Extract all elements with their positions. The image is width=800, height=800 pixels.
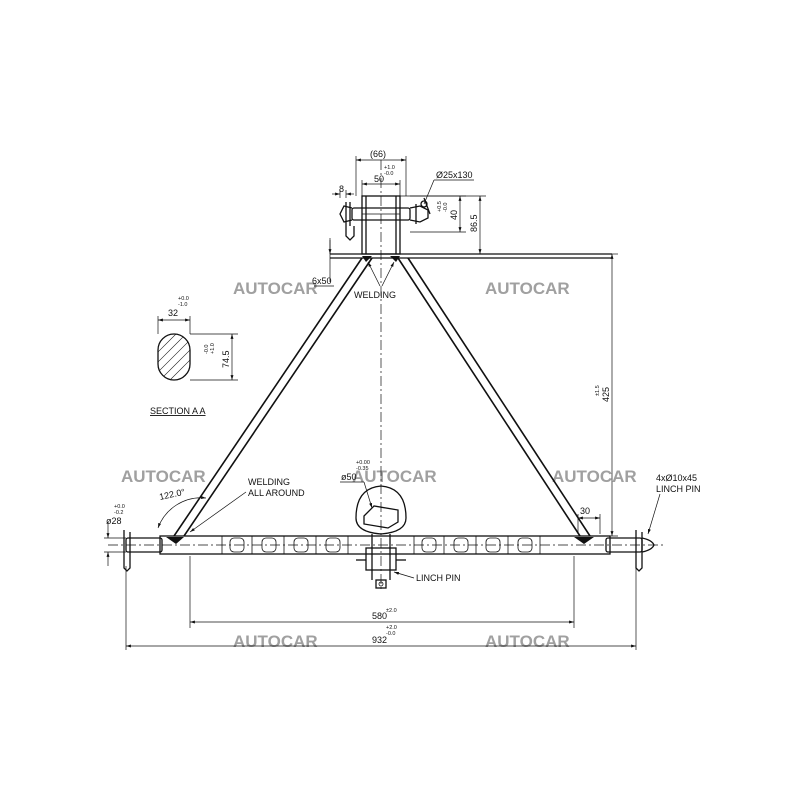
section-a-a [157,316,238,381]
dim-height-425-tol: ±1.5 [595,385,601,396]
center-hole-dim-lines [340,481,373,509]
label-welding-all-around-1: WELDING [248,477,290,487]
dim-top-width: 50 [374,174,384,184]
dim-height-40: 40 [449,210,459,220]
weld-mark-top-left [362,256,372,262]
bottom-span-dimensions [125,556,637,650]
dim-height-40-tol-lower: -0.0 [443,203,449,212]
label-linch-pin-right-2: LINCH PIN [656,484,701,494]
label-welding-all-around-2: ALL AROUND [248,488,305,498]
right-side-dimensions [577,493,661,535]
dim-section-width-tol-upper: +0.0 [178,296,189,302]
dim-angle: 122.0° [158,487,186,502]
dim-span-932-tol-lower: -0.0 [386,631,395,637]
dim-top-pin: Ø25x130 [436,170,473,180]
watermark-middle-right: AUTOCAR [552,467,637,486]
lower-left-dimensions [104,491,247,566]
dim-hole-50: ø50 [341,472,357,482]
watermark-top-right: AUTOCAR [485,279,570,298]
dim-section-width-tol-lower: -1.0 [178,302,187,308]
dim-section-height-tol-upper: -0.0 [204,345,210,354]
dim-height-86-5: 86.5 [469,214,479,232]
dim-hole-50-tol-lower: -0.35 [356,466,369,472]
dim-pin-28-tol-upper: +0.0 [114,504,125,510]
dim-height-40-tol-upper: +0.5 [437,201,443,212]
dim-top-width-ref: (66) [370,149,386,159]
top-dimension-lines [314,156,486,287]
linch-pin-center-leader [393,571,415,579]
label-linch-pin-center: LINCH PIN [416,573,461,583]
dim-section-height-tol-lower: +1.0 [210,343,216,354]
watermark-top-left: AUTOCAR [233,279,318,298]
dim-top-width-tol-lower: -0.0 [384,171,393,177]
dim-span-932-tol-upper: +2.0 [386,625,397,631]
dim-offset-8: 8 [339,184,344,194]
dim-pin-28-tol-lower: -0.2 [114,510,123,516]
a-frame-right-arm [397,257,591,537]
dim-span-932: 932 [372,635,387,645]
center-hitch-lug [355,485,407,589]
bar-hole-pattern [221,536,541,554]
a-frame-left-arm [173,257,373,537]
label-welding: WELDING [354,290,396,300]
dim-span-580: 580 [372,611,387,621]
dim-bracket-30: 30 [580,506,590,516]
dim-hole-50-tol-upper: +0.00 [356,460,370,466]
lower-cross-bar [123,530,655,572]
dim-425-lines [596,253,618,537]
top-mast-bracket [330,195,612,259]
watermark-middle-center: AUTOCAR [352,467,437,486]
dim-height-425: 425 [601,387,611,402]
label-linch-pin-right-1: 4xØ10x45 [656,473,697,483]
dim-section-width: 32 [168,308,178,318]
dim-top-width-tol-upper: +1.0 [384,165,395,171]
dim-pin-28: ø28 [106,516,122,526]
dim-section-height: 74.5 [221,350,231,368]
label-section-a-a: SECTION A A [150,406,206,416]
weld-mark-top-right [390,256,400,262]
dim-span-580-tol: ±2.0 [386,608,397,614]
dim-tube-6x50: 6x50 [312,276,332,286]
watermark-bottom-left: AUTOCAR [233,632,318,651]
watermark-bottom-right: AUTOCAR [485,632,570,651]
watermark-middle-left: AUTOCAR [121,467,206,486]
